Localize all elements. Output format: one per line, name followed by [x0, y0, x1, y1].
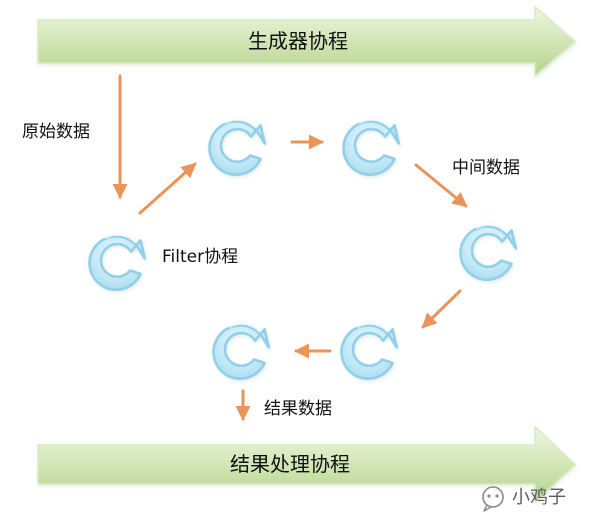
top-banner-arrow	[37, 5, 577, 78]
filter-coroutine-label: Filter协程	[162, 247, 238, 267]
watermark-chat-icon-bubble	[482, 486, 504, 508]
top-banner: 生成器协程	[37, 5, 577, 78]
flow-arrow-filter-to-upper-left	[138, 162, 197, 215]
watermark-chat-icon-tail	[483, 504, 492, 512]
watermark: 小鸡子	[482, 486, 566, 512]
raw-data-label: 原始数据	[22, 122, 90, 142]
top-banner-label: 生成器协程	[248, 29, 348, 53]
flow-arrow-right-to-lower	[421, 289, 462, 329]
watermark-text: 小鸡子	[512, 487, 566, 508]
bottom-banner: 结果处理协程	[37, 425, 577, 504]
result-data-label: 结果数据	[264, 399, 332, 419]
bottom-banner-arrow	[37, 425, 577, 504]
flow-arrows	[112, 74, 468, 421]
watermark-chat-icon-dot-left	[487, 494, 491, 498]
diagram-labels: 原始数据 Filter协程 中间数据 结果数据	[22, 122, 520, 419]
watermark-chat-icon-dot-right	[495, 494, 499, 498]
flow-arrow-to-right	[414, 163, 468, 208]
bottom-banner-label: 结果处理协程	[230, 452, 350, 476]
intermediate-data-label: 中间数据	[452, 158, 520, 178]
